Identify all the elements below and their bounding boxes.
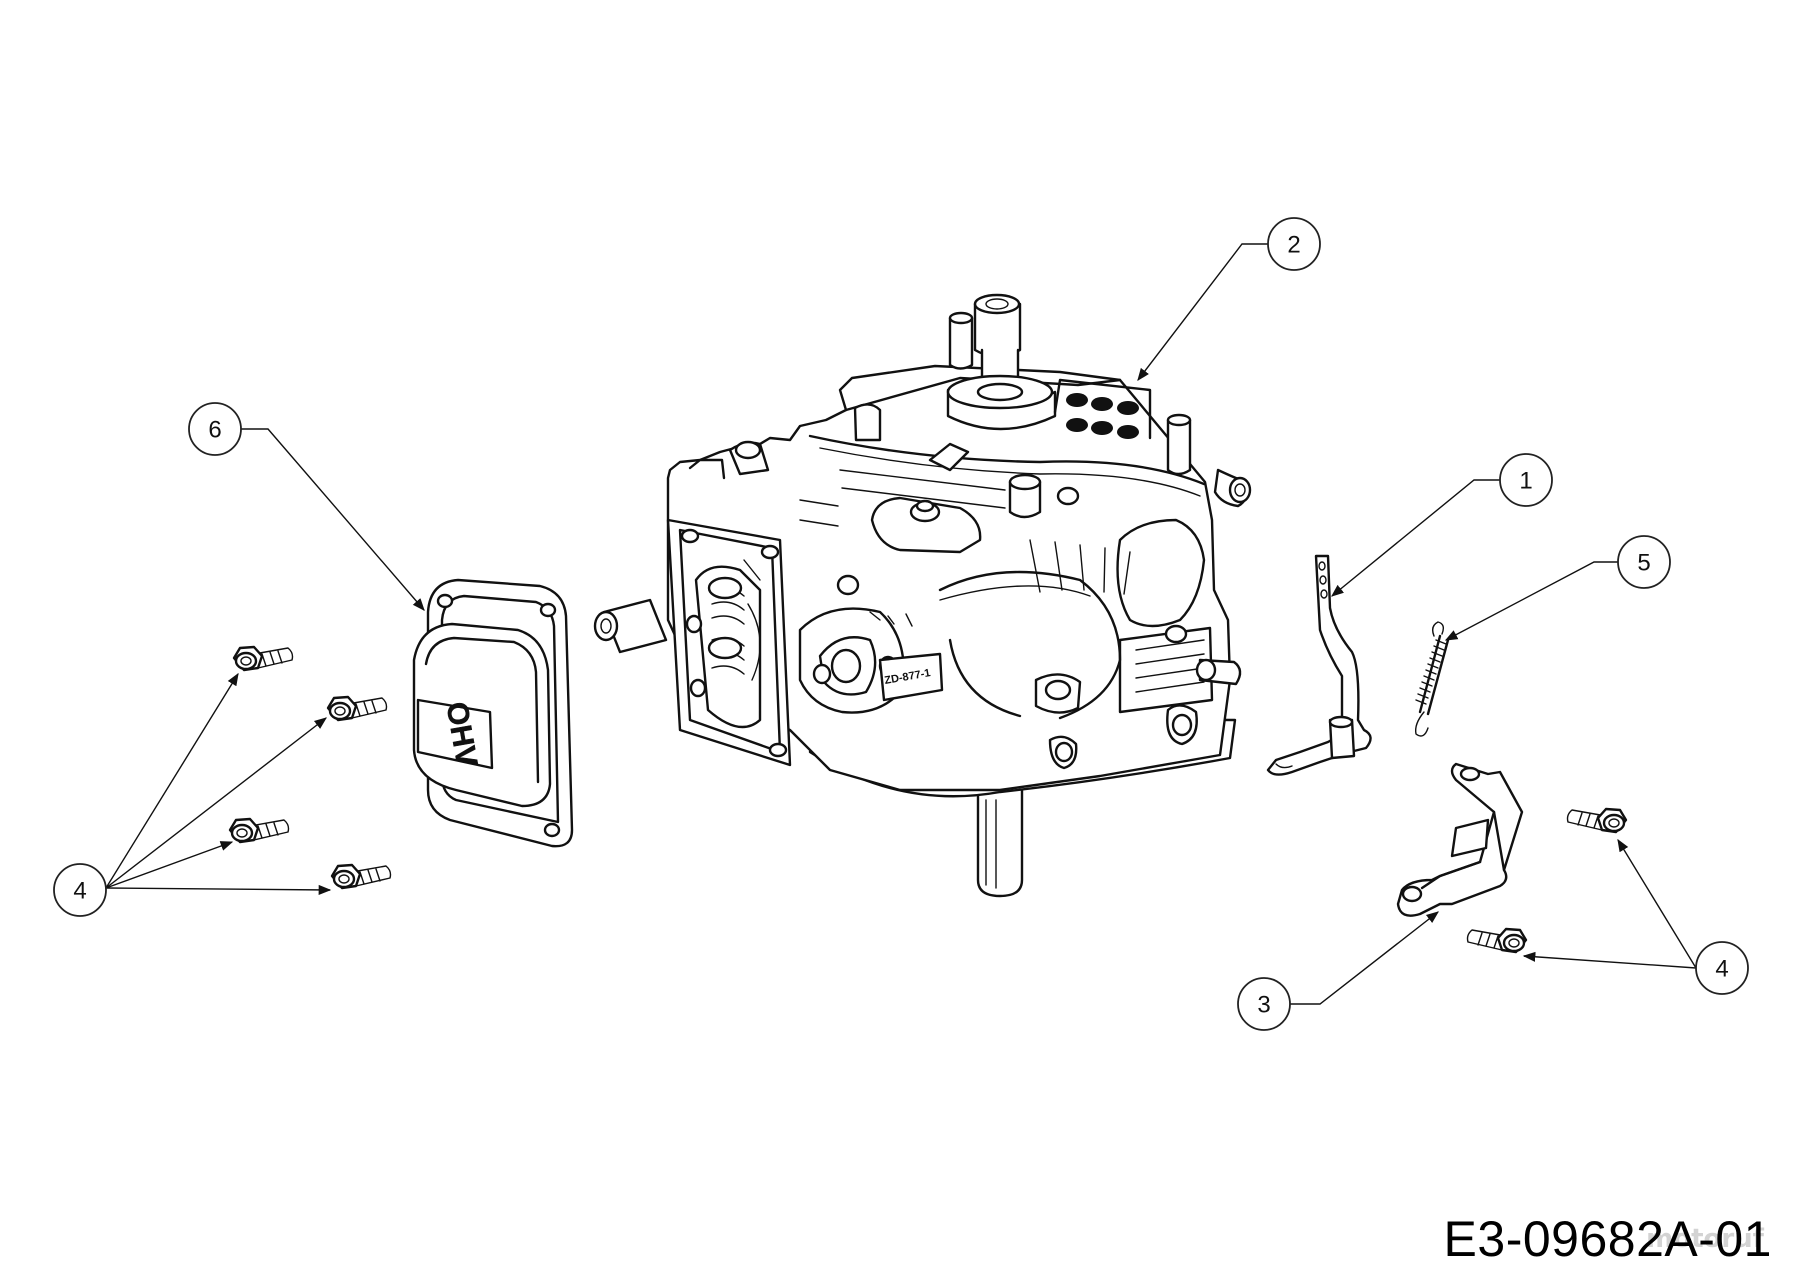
leader-4-left-1 (105, 672, 239, 889)
callout-3: 3 (1237, 977, 1291, 1031)
callout-4-right: 4 (1695, 941, 1749, 995)
leader-3 (1290, 911, 1439, 1005)
leader-5 (1444, 561, 1618, 641)
svg-text:2: 2 (1287, 232, 1300, 259)
bolt-left-1 (232, 645, 294, 672)
bolt-left-4 (330, 863, 392, 890)
leader-6 (240, 428, 425, 611)
leader-4-right-2 (1522, 951, 1697, 969)
engine-block: ZD-877-1 (593, 293, 1252, 898)
watermark-logo: motoruf (1646, 1224, 1764, 1254)
callout-5: 5 (1617, 535, 1671, 589)
leader-2 (1137, 243, 1268, 382)
svg-text:1: 1 (1519, 468, 1532, 495)
svg-text:5: 5 (1637, 550, 1650, 577)
svg-text:4: 4 (1715, 956, 1728, 983)
svg-text:3: 3 (1257, 992, 1270, 1019)
callout-1: 1 (1499, 453, 1553, 507)
bolt-left-2 (326, 695, 388, 722)
svg-text:6: 6 (208, 417, 221, 444)
bolt-right-1 (1566, 807, 1628, 834)
governor-lever (1266, 554, 1372, 776)
governor-spring (1414, 621, 1450, 737)
leader-1 (1331, 479, 1500, 597)
callout-2: 2 (1267, 217, 1321, 271)
leader-4-right-1 (1617, 838, 1697, 969)
mounting-bracket (1396, 762, 1524, 917)
bolt-left-3 (228, 817, 290, 844)
leader-4-left-2 (105, 717, 327, 889)
svg-text:4: 4 (73, 878, 86, 905)
leader-4-left-3 (105, 841, 234, 889)
drawing-number: E3-09682A-01 (1443, 1211, 1772, 1267)
valve-cover: OHV (412, 578, 574, 848)
callout-4-left: 4 (53, 863, 107, 917)
bolt-right-2 (1466, 927, 1528, 954)
callout-6: 6 (188, 402, 242, 456)
leader-4-left-4 (105, 884, 332, 895)
breather-holes (1066, 393, 1139, 439)
